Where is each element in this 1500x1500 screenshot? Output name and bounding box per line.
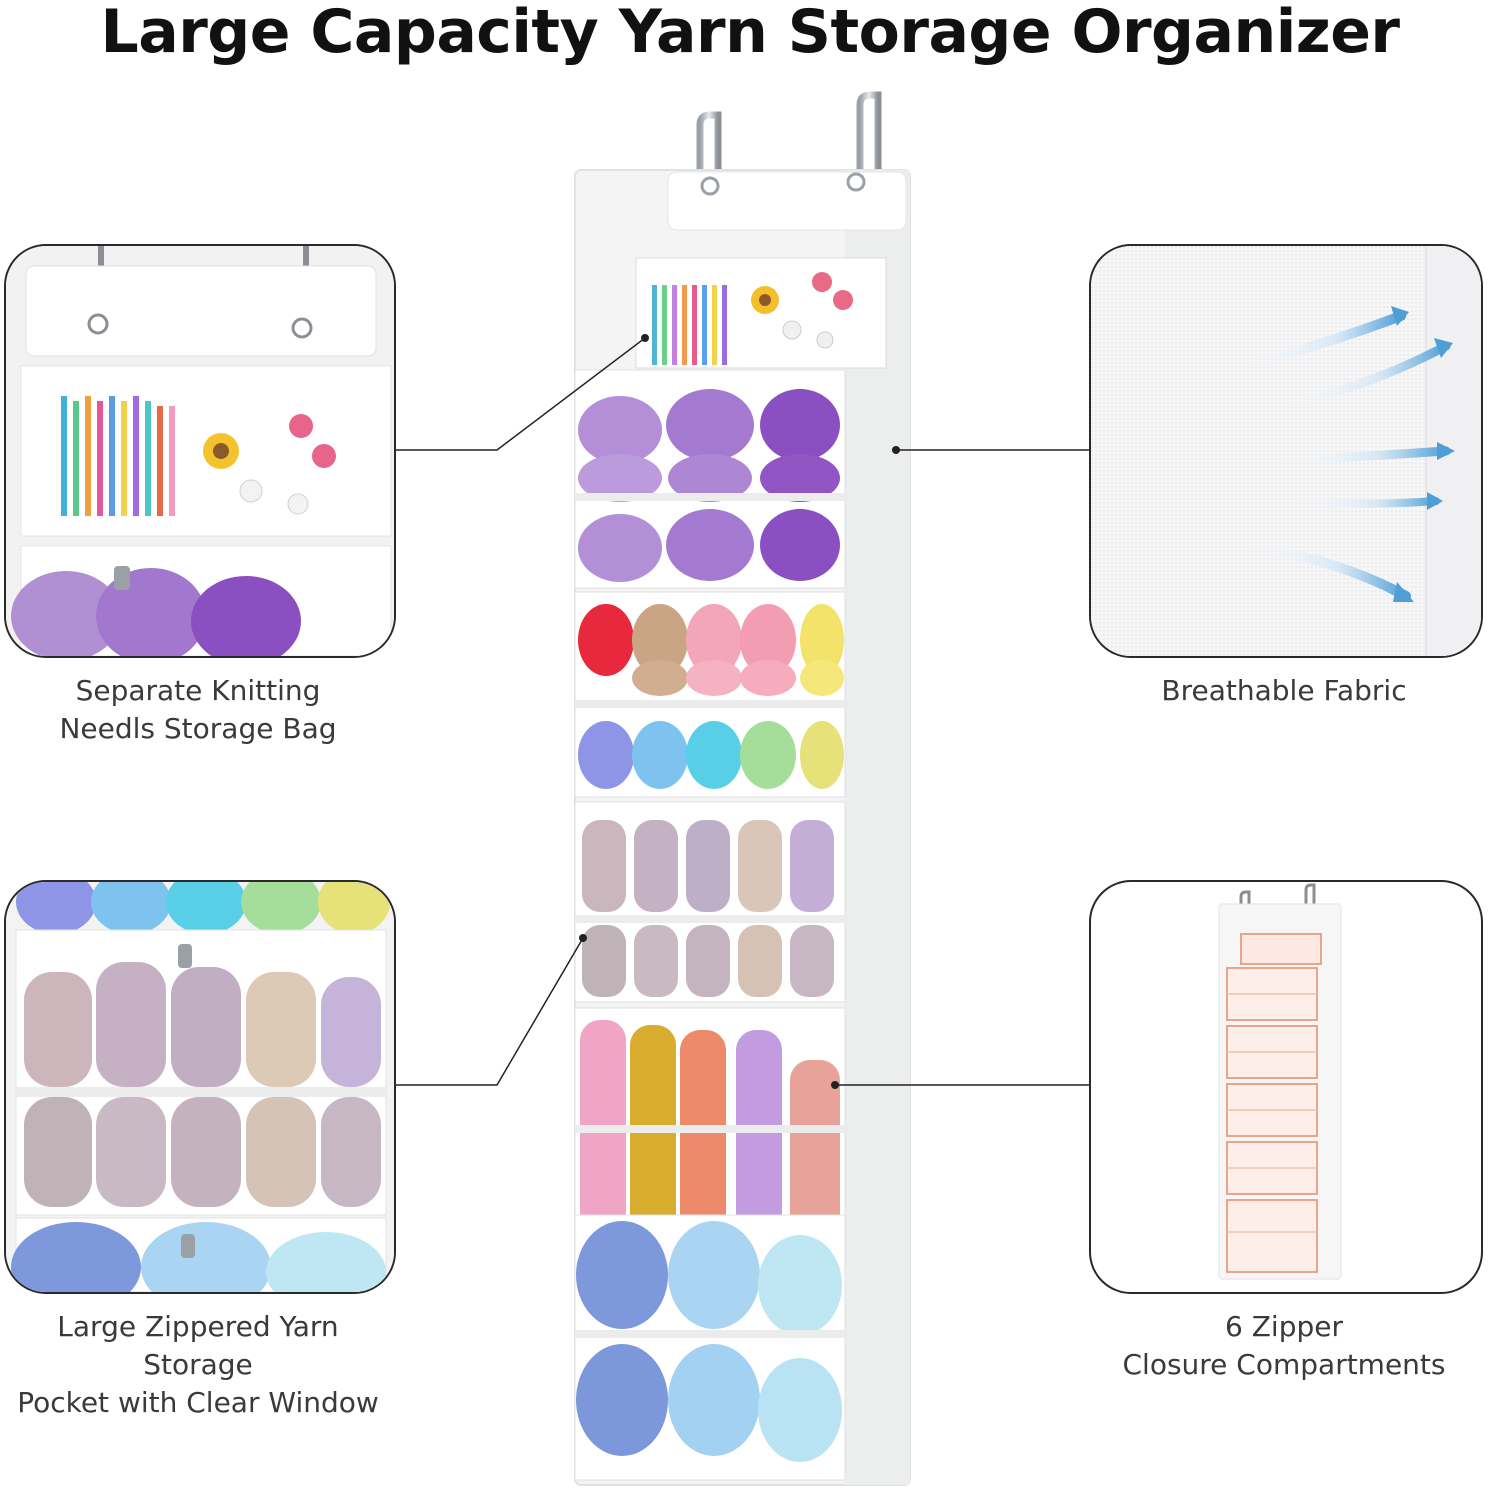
feature-caption-line2: Pocket with Clear Window	[17, 1386, 379, 1419]
airflow-arrow-icon	[1236, 311, 1451, 601]
hook-right-icon	[856, 91, 882, 190]
yarn-pocket-2	[574, 591, 846, 798]
feature-caption-line1: Large Zippered Yarn Storage	[57, 1310, 339, 1381]
feature-caption-breathable: Breathable Fabric	[1084, 672, 1484, 710]
yarn-pocket-1	[574, 369, 846, 589]
organizer-product-image	[574, 91, 911, 1486]
yarn-pocket-5	[574, 1214, 846, 1481]
feature-caption-line2: Needls Storage Bag	[59, 712, 337, 745]
feature-caption-compartments: 6 Zipper Closure Compartments	[1084, 1308, 1484, 1384]
yarn-pocket-3	[574, 801, 846, 1003]
breathable-fabric-closeup	[1089, 244, 1483, 658]
feature-caption-line1: 6 Zipper	[1225, 1310, 1343, 1343]
zippered-pocket-closeup	[4, 880, 396, 1294]
compartments-illustration	[1089, 880, 1483, 1294]
hook-left-icon	[696, 111, 722, 190]
feature-caption-line1: Separate Knitting	[75, 674, 321, 707]
yarn-pocket-4	[574, 1007, 846, 1254]
needle-pocket	[635, 257, 887, 369]
feature-caption-line1: Breathable Fabric	[1161, 674, 1407, 707]
callout-line-zippered-pocket	[392, 937, 584, 1086]
feature-caption-needle-bag: Separate Knitting Needls Storage Bag	[0, 672, 396, 748]
compartment-outline	[1226, 967, 1318, 1273]
callout-line-needle-bag	[392, 337, 646, 451]
feature-caption-line2: Closure Compartments	[1122, 1348, 1446, 1381]
page-title: Large Capacity Yarn Storage Organizer	[100, 0, 1400, 67]
feature-caption-zippered-pocket: Large Zippered Yarn Storage Pocket with …	[0, 1308, 396, 1422]
needle-bag-closeup	[4, 244, 396, 658]
